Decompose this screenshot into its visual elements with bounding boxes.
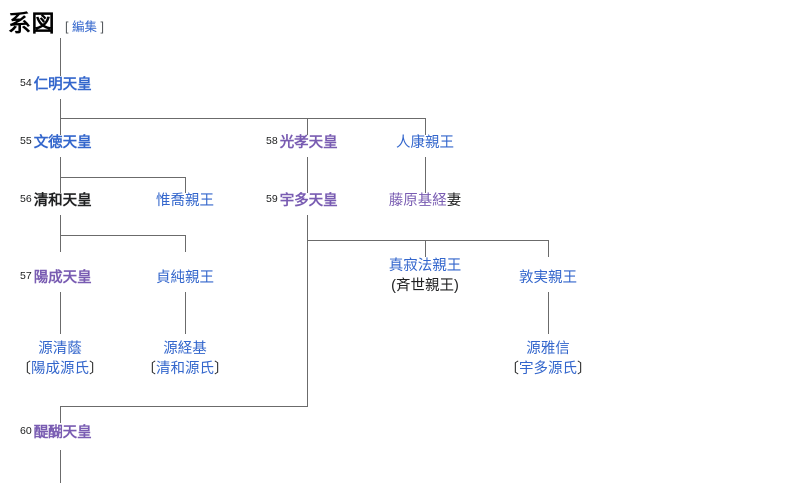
line-seiwa-down: [60, 215, 61, 235]
node-kiyokage-link[interactable]: 源清蔭: [38, 341, 82, 357]
node-masazane-clan-link[interactable]: 宇多源氏: [519, 361, 577, 378]
node-sadazumi-link[interactable]: 貞純親王: [156, 270, 214, 286]
line-ninmyo-bus: [60, 118, 426, 119]
node-atsuzane-link[interactable]: 敦実親王: [519, 270, 577, 286]
line-yozei-to-kiyokage: [60, 292, 61, 334]
node-atsuzane: 敦実親王: [519, 269, 577, 288]
node-ninmyo-link[interactable]: 仁明天皇: [33, 77, 92, 93]
node-motosune-wife-suffix: 妻: [446, 193, 462, 209]
edit-link[interactable]: 編集: [71, 20, 97, 34]
line-to-shinjaku: [425, 240, 426, 257]
node-masazane-link[interactable]: 源雅信: [526, 341, 570, 357]
node-seiwa-number: 56: [20, 193, 32, 205]
clan-bracket-open: 〔: [16, 361, 32, 378]
node-koretaka: 惟喬親王: [156, 192, 214, 211]
node-tsunemoto-clan-link[interactable]: 清和源氏: [156, 361, 214, 378]
node-yozei-number: 57: [20, 270, 32, 282]
line-uda-down: [307, 215, 308, 240]
line-to-seiwa: [60, 177, 61, 193]
node-tsunemoto: 源経基 〔清和源氏〕: [142, 340, 229, 379]
node-uda-link[interactable]: 宇多天皇: [279, 193, 338, 209]
line-ninmyo-down: [60, 99, 61, 118]
node-daigo-number: 60: [20, 425, 32, 437]
node-shinjaku-link[interactable]: 真寂法親王: [388, 258, 462, 274]
section-heading: 系図 [ 編集 ]: [8, 4, 104, 38]
node-shinjaku: 真寂法親王 (斉世親王): [389, 257, 462, 296]
node-sanekasu-link[interactable]: 人康親王: [396, 135, 454, 151]
line-uda-bus: [307, 240, 549, 241]
node-tsunemoto-clan: 〔清和源氏〕: [142, 360, 229, 379]
node-yozei-link[interactable]: 陽成天皇: [33, 270, 92, 286]
node-montoku-number: 55: [20, 135, 32, 147]
line-stub-top: [60, 38, 61, 76]
line-to-sadazumi: [185, 235, 186, 252]
node-tsunemoto-link[interactable]: 源経基: [163, 341, 207, 357]
line-uda-to-daigo-horizontal: [60, 406, 308, 407]
clan-bracket-open: 〔: [141, 361, 157, 378]
clan-bracket-close: 〕: [577, 361, 592, 378]
line-montoku-bus: [60, 177, 186, 178]
node-shinjaku-alt-name: (斉世親王): [391, 278, 459, 295]
line-to-atsuzane: [548, 240, 549, 257]
node-montoku-link[interactable]: 文徳天皇: [33, 135, 92, 151]
bracket-open: [: [65, 20, 69, 34]
node-sanekasu: 人康親王: [396, 134, 454, 153]
line-to-koko: [307, 118, 308, 135]
node-uda-number: 59: [266, 193, 278, 205]
node-masazane: 源雅信 〔宇多源氏〕: [505, 340, 592, 379]
node-masazane-clan: 〔宇多源氏〕: [505, 360, 592, 379]
line-to-montoku: [60, 118, 61, 135]
node-koko-link[interactable]: 光孝天皇: [279, 135, 338, 151]
clan-bracket-open: 〔: [504, 361, 520, 378]
line-to-koretaka: [185, 177, 186, 193]
line-to-yozei: [60, 235, 61, 252]
page-title: 系図: [8, 10, 55, 36]
line-atsuzane-to-masazane: [548, 292, 549, 334]
edit-section-link-wrap: [ 編集 ]: [65, 16, 104, 35]
line-uda-to-daigo-vertical: [307, 240, 308, 407]
node-koko-number: 58: [266, 135, 278, 147]
node-kiyokage-clan-link[interactable]: 陽成源氏: [31, 361, 89, 378]
line-to-sanekasu: [425, 118, 426, 135]
line-sanekasu-to-wife: [425, 157, 426, 193]
node-kiyokage-clan: 〔陽成源氏〕: [17, 360, 104, 379]
line-koko-to-uda: [307, 157, 308, 193]
clan-bracket-close: 〕: [214, 361, 229, 378]
node-motosune-link[interactable]: 藤原基経: [388, 193, 447, 209]
node-motosune-wife: 藤原基経妻: [389, 192, 462, 211]
node-daigo-link[interactable]: 醍醐天皇: [33, 425, 92, 441]
bracket-close: ]: [100, 20, 104, 34]
node-koretaka-link[interactable]: 惟喬親王: [156, 193, 214, 209]
line-daigo-down: [60, 450, 61, 483]
line-seiwa-bus: [60, 235, 186, 236]
node-kiyokage: 源清蔭 〔陽成源氏〕: [17, 340, 104, 379]
node-ninmyo-number: 54: [20, 77, 32, 89]
node-seiwa-label: 清和天皇: [33, 193, 92, 209]
node-sadazumi: 貞純親王: [156, 269, 214, 288]
line-montoku-down: [60, 157, 61, 177]
clan-bracket-close: 〕: [89, 361, 104, 378]
line-sadazumi-to-tsunemoto: [185, 292, 186, 334]
line-daigo-stub: [60, 406, 61, 423]
